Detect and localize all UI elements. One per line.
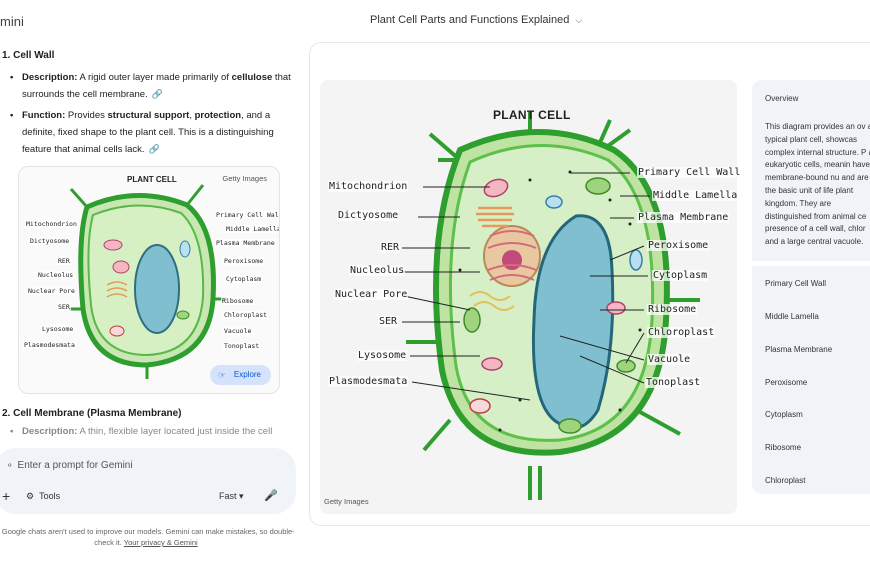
label-chloroplast: Chloroplast [647,327,716,338]
label-ribosome: Ribosome [647,304,698,315]
tools-icon: ⚙ [26,491,35,501]
thumb-label-tonoplast: Tonoplast [223,342,261,350]
label-dictyosome: Dictyosome [337,210,400,221]
chevron-down-icon: ⌵ [575,14,583,25]
bullet-text: , and a definite, fixed shape to the pla… [22,110,274,155]
bullet-function: Function: Provides structural support, p… [10,107,300,158]
sidebar-item-ribosome[interactable]: Ribosome [765,443,802,452]
privacy-link[interactable]: Your privacy & Gemini [123,538,198,547]
tools-label: Tools [39,491,61,501]
thumb-label-cytoplasm: Cytoplasm [225,275,263,283]
bullet-label: Description: [22,426,78,437]
bullet-bold: structural support [107,110,190,121]
bullet-label: Function: [22,110,66,121]
explore-button[interactable]: ☞ Explore [209,365,271,385]
sidebar-item-plasma-membrane[interactable]: Plasma Membrane [765,345,833,354]
sidebar-item-primary-cell-wall[interactable]: Primary Cell Wall [765,279,827,288]
shield-icon: ⚬ [6,460,14,470]
sidebar-item-peroxisome[interactable]: Peroxisome [765,378,808,387]
plant-cell-thumbnail-illustration [69,184,227,379]
thumb-label-vacuole: Vacuole [223,327,253,335]
bullet-description: Description: A thin, flexible layer loca… [10,423,300,440]
plant-cell-illustration [402,112,700,500]
bullet-label: Description: [22,72,78,83]
thumb-label-primary-cell-wall: Primary Cell Wall [215,211,279,219]
mode-label: Fast [219,491,237,501]
plant-cell-thumbnail[interactable]: PLANT CELL Getty Images Mitochondrion Di… [18,166,280,394]
thumb-label-mitochondrion: Mitochondrion [25,220,78,228]
link-icon[interactable]: 🔗 [148,144,160,154]
bullet-text: , [189,110,195,121]
tools-button[interactable]: ⚙ Tools [26,491,60,502]
thumb-label-dictyosome: Dictyosome [29,237,71,245]
sidebar-divider [752,261,870,266]
label-lysosome: Lysosome [357,350,408,361]
cell-wall-bullets: Description: A rigid outer layer made pr… [10,69,300,158]
label-plasmodesmata: Plasmodesmata [328,376,409,387]
overview-text: This diagram provides an ov a typical pl… [765,122,870,247]
label-ser: SER [378,316,399,327]
chat-title-text: Plant Cell Parts and Functions Explained [370,14,570,26]
bullet-text: that surrounds the cell membrane. [22,72,291,100]
bullet-bold: cellulose [231,72,273,83]
bullet-text: Provides [65,110,108,121]
label-peroxisome: Peroxisome [647,240,710,251]
prompt-box[interactable]: ⚬Enter a prompt for Gemini + ⚙ Tools Fast… [0,448,296,514]
explore-sidebar: Overview This diagram provides an ov a t… [752,80,870,494]
thumb-label-chloroplast: Chloroplast [223,311,269,319]
label-middle-lamella: Middle Lamella [652,190,739,201]
plant-cell-diagram[interactable]: Getty Images [320,80,737,514]
label-tonoplast: Tonoplast [645,377,702,388]
sidebar-item-cytoplasm[interactable]: Cytoplasm [765,410,803,419]
explore-icon: ☞ [217,370,226,380]
thumb-label-plasmodesmata: Plasmodesmata [23,341,76,349]
explore-label: Explore [233,370,261,379]
thumb-label-ribosome: Ribosome [221,297,255,305]
sidebar-item-middle-lamella[interactable]: Middle Lamella [765,312,819,321]
disclaimer-text: r Google chats aren't used to improve ou… [0,527,295,547]
section-heading-cell-wall: 1. Cell Wall [2,50,55,61]
thumb-label-lysosome: Lysosome [41,325,75,333]
app-title: mini [0,14,24,29]
thumb-label-nucleolus: Nucleolus [37,271,75,279]
thumb-label-nuclear-pore: Nuclear Pore [27,287,76,295]
link-icon[interactable]: 🔗 [151,89,163,99]
thumb-label-ser: SER [57,303,71,311]
thumbnail-title: PLANT CELL [127,175,177,184]
microphone-icon[interactable]: 🎤 [264,490,278,502]
prompt-placeholder: Enter a prompt for Gemini [17,460,133,471]
bullet-text: A rigid outer layer made primarily of [77,72,232,83]
thumb-label-plasma-membrane: Plasma Membrane [215,239,276,247]
thumb-label-rer: RER [57,257,71,265]
thumb-label-peroxisome: Peroxisome [223,257,265,265]
label-vacuole: Vacuole [647,354,692,365]
prompt-input[interactable]: ⚬Enter a prompt for Gemini [6,460,133,471]
chat-response: 1. Cell Wall Description: A rigid outer … [0,44,300,444]
label-primary-cell-wall: Primary Cell Wall [637,167,742,178]
thumbnail-credit: Getty Images [222,174,267,183]
overview-heading: Overview [765,94,799,103]
sidebar-item-chloroplast[interactable]: Chloroplast [765,476,806,485]
label-nuclear-pore: Nuclear Pore [334,289,409,300]
chevron-down-icon: ▾ [239,491,244,501]
chat-title-dropdown[interactable]: Plant Cell Parts and Functions Explained… [370,14,582,26]
mode-selector[interactable]: Fast ▾ [219,491,244,502]
label-rer: RER [380,242,401,253]
add-button[interactable]: + [2,488,11,504]
label-mitochondrion: Mitochondrion [328,181,409,192]
section-heading-cell-membrane: 2. Cell Membrane (Plasma Membrane) [2,408,182,419]
bullet-bold: protection [194,110,242,121]
label-nucleolus: Nucleolus [349,265,406,276]
diagram-title: PLANT CELL [493,108,571,122]
label-cytoplasm: Cytoplasm [652,270,709,281]
label-plasma-membrane: Plasma Membrane [637,212,730,223]
thumb-label-middle-lamella: Middle Lamella [225,225,280,233]
cell-membrane-bullets: Description: A thin, flexible layer loca… [10,423,300,440]
bullet-description: Description: A rigid outer layer made pr… [10,69,300,103]
bullet-text: A thin, flexible layer located just insi… [77,426,273,437]
disclaimer: r Google chats aren't used to improve ou… [0,526,296,548]
diagram-credit: Getty Images [324,497,369,506]
